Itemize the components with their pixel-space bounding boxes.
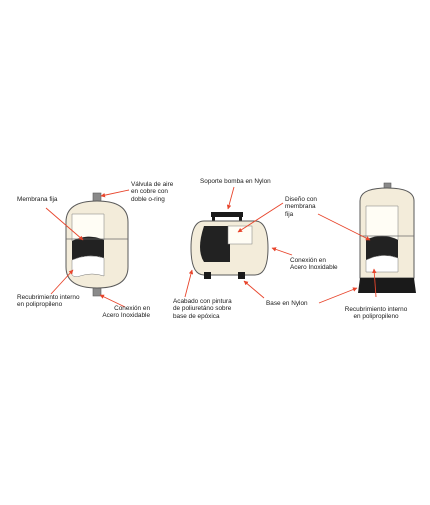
water-area-3 — [365, 255, 399, 273]
base-foot-left — [204, 272, 211, 279]
label-base-nylon: Base en Nylon — [266, 300, 308, 307]
water-area — [71, 255, 105, 278]
base-3 — [358, 278, 416, 293]
label-diseno: Diseño con membrana fija — [285, 196, 317, 218]
arrow-base-3 — [318, 287, 358, 304]
vertical-tank — [65, 192, 129, 297]
base-foot-right — [238, 272, 245, 279]
label-membrana-fija: Membrana fija — [17, 196, 58, 203]
arrow-recubrimiento-2 — [372, 268, 377, 298]
arrow-membrana-3 — [317, 213, 371, 241]
pump-support-leg-left — [212, 212, 215, 222]
label-conexion-1: Conexión en Acero Inoxidable — [102, 305, 150, 320]
label-soporte: Soporte bomba en Nylon — [200, 178, 271, 185]
label-acabado: Acabado con pintura de poliuretáno sobre… — [173, 298, 232, 320]
cutaway-3 — [365, 205, 399, 241]
horizontal-tank — [190, 212, 269, 279]
arrow-membrana — [45, 207, 84, 241]
label-valvula: Válvula de aire en cobre con doble o-rin… — [131, 181, 174, 203]
arrow-conexion-2 — [271, 247, 293, 256]
label-conexion-2: Conexión en Acero Inoxidable — [290, 257, 338, 272]
label-recubrimiento-2: Recubrimiento interno en polipropileno — [344, 306, 408, 321]
arrow-base — [243, 280, 265, 299]
cutaway-2 — [227, 225, 253, 245]
pump-support-leg-right — [239, 212, 242, 222]
label-recubrimiento-1: Recubrimiento interno en polipropileno — [17, 294, 80, 309]
arrow-valvula — [100, 189, 130, 198]
membrane-3 — [366, 236, 398, 260]
arrow-recubrimiento-1 — [50, 269, 74, 295]
membrane — [72, 236, 104, 260]
arrow-soporte — [226, 186, 235, 210]
pump-support-top — [211, 212, 243, 217]
arrow-diseno — [237, 202, 284, 233]
callout-arrows — [45, 186, 377, 308]
membrane-2 — [200, 226, 230, 262]
tall-tank — [358, 182, 416, 293]
arrow-conexion-1 — [99, 294, 126, 308]
arrow-acabado — [184, 269, 194, 298]
